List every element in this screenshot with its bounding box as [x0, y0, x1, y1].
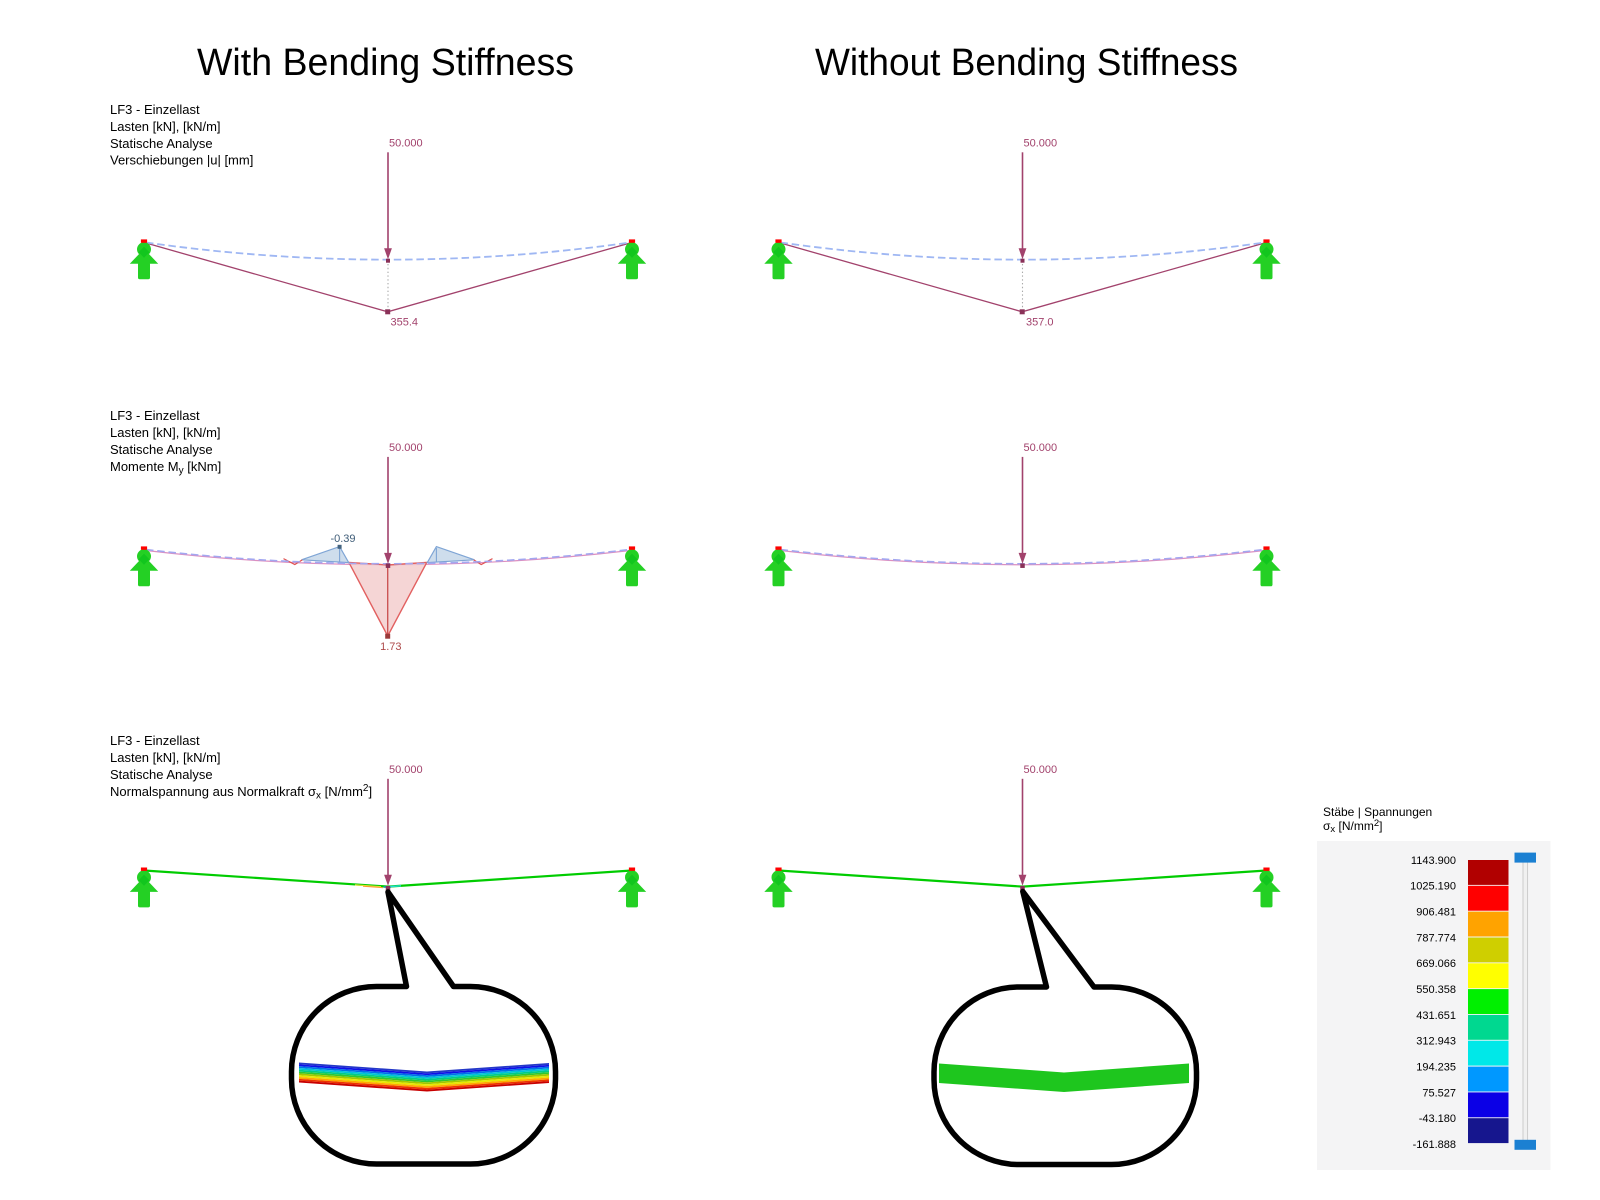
svg-text:With Bending Stiffness: With Bending Stiffness	[197, 42, 574, 84]
svg-text:Lasten [kN], [kN/m]: Lasten [kN], [kN/m]	[110, 119, 221, 134]
svg-text:50.000: 50.000	[389, 764, 423, 776]
svg-text:357.0: 357.0	[1026, 317, 1054, 329]
svg-text:787.774: 787.774	[1416, 932, 1456, 944]
svg-text:LF3 - Einzellast: LF3 - Einzellast	[110, 733, 200, 748]
svg-text:312.943: 312.943	[1416, 1036, 1456, 1048]
svg-text:50.000: 50.000	[1024, 137, 1058, 149]
svg-text:194.235: 194.235	[1416, 1062, 1456, 1074]
svg-text:50.000: 50.000	[1024, 764, 1058, 776]
svg-text:Without Bending Stiffness: Without Bending Stiffness	[815, 42, 1238, 84]
svg-text:50.000: 50.000	[389, 442, 423, 454]
svg-text:1.73: 1.73	[380, 641, 401, 653]
svg-text:Stäbe | Spannungen: Stäbe | Spannungen	[1323, 805, 1432, 819]
svg-text:-0.39: -0.39	[330, 533, 355, 545]
svg-text:Lasten [kN], [kN/m]: Lasten [kN], [kN/m]	[110, 750, 221, 765]
svg-text:75.527: 75.527	[1422, 1087, 1456, 1099]
svg-text:550.358: 550.358	[1416, 984, 1456, 996]
svg-text:355.4: 355.4	[391, 317, 419, 329]
svg-text:LF3 - Einzellast: LF3 - Einzellast	[110, 102, 200, 117]
svg-text:50.000: 50.000	[1024, 442, 1058, 454]
svg-text:-161.888: -161.888	[1413, 1139, 1456, 1151]
svg-text:50.000: 50.000	[389, 137, 423, 149]
svg-text:LF3 - Einzellast: LF3 - Einzellast	[110, 408, 200, 423]
svg-text:σx [N/mm2]: σx [N/mm2]	[1323, 818, 1382, 835]
svg-text:906.481: 906.481	[1416, 907, 1456, 919]
svg-text:Normalspannung aus Normalkraft: Normalspannung aus Normalkraft σx [N/mm2…	[110, 783, 372, 802]
svg-text:Statische Analyse: Statische Analyse	[110, 136, 213, 151]
svg-text:1025.190: 1025.190	[1410, 881, 1456, 893]
svg-text:Statische Analyse: Statische Analyse	[110, 442, 213, 457]
svg-text:Statische Analyse: Statische Analyse	[110, 767, 213, 782]
svg-text:Lasten [kN], [kN/m]: Lasten [kN], [kN/m]	[110, 425, 221, 440]
svg-text:Verschiebungen |u| [mm]: Verschiebungen |u| [mm]	[110, 153, 253, 168]
svg-text:-43.180: -43.180	[1419, 1113, 1456, 1125]
svg-text:431.651: 431.651	[1416, 1010, 1456, 1022]
svg-text:669.066: 669.066	[1416, 958, 1456, 970]
svg-text:1143.900: 1143.900	[1411, 855, 1456, 867]
svg-text:Momente My [kNm]: Momente My [kNm]	[110, 459, 221, 477]
